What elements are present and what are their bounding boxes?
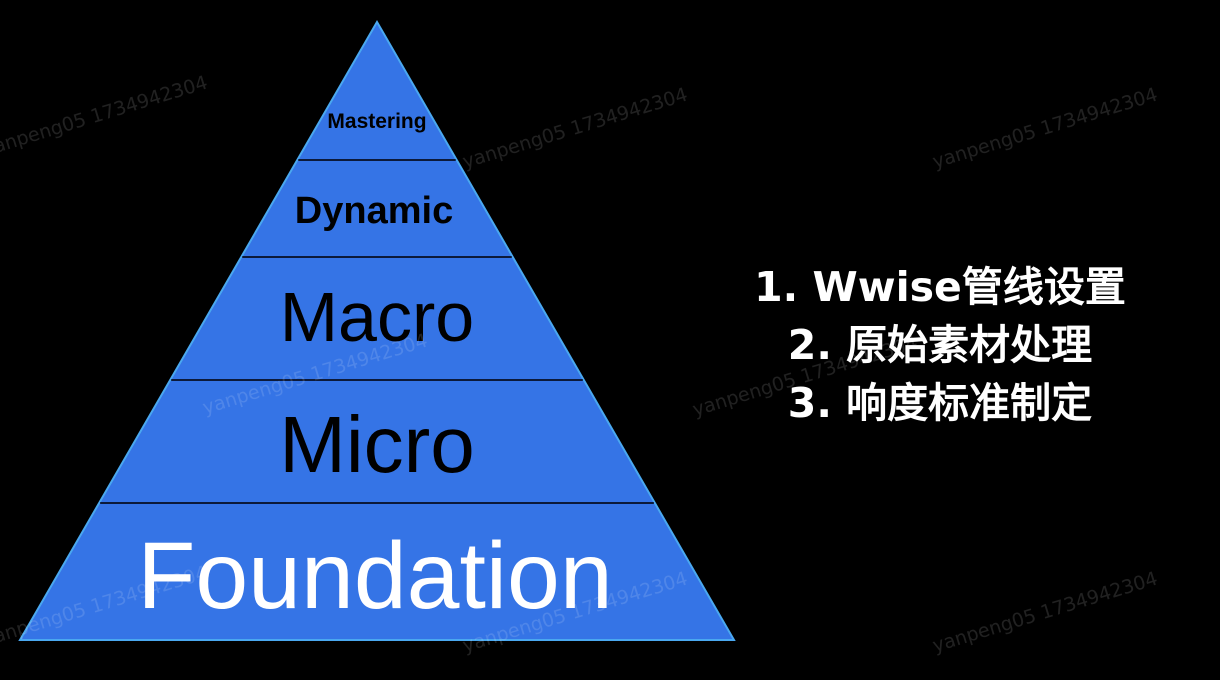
step-item-2: 2. 原始素材处理 bbox=[787, 321, 1093, 369]
pyramid-level-mastering: Mastering bbox=[327, 110, 426, 133]
step-item-1: 1. Wwise管线设置 bbox=[754, 263, 1126, 311]
step-item-3: 3. 响度标准制定 bbox=[787, 379, 1093, 427]
pyramid-level-foundation: Foundation bbox=[137, 523, 612, 629]
steps-list: 1. Wwise管线设置 2. 原始素材处理 3. 响度标准制定 bbox=[730, 258, 1150, 432]
pyramid-shape bbox=[18, 20, 736, 641]
pyramid-level-dynamic: Dynamic bbox=[295, 190, 453, 232]
pyramid-dividers bbox=[100, 159, 654, 504]
pyramid-level-macro: Macro bbox=[280, 278, 474, 356]
pyramid-level-micro: Micro bbox=[279, 400, 475, 489]
